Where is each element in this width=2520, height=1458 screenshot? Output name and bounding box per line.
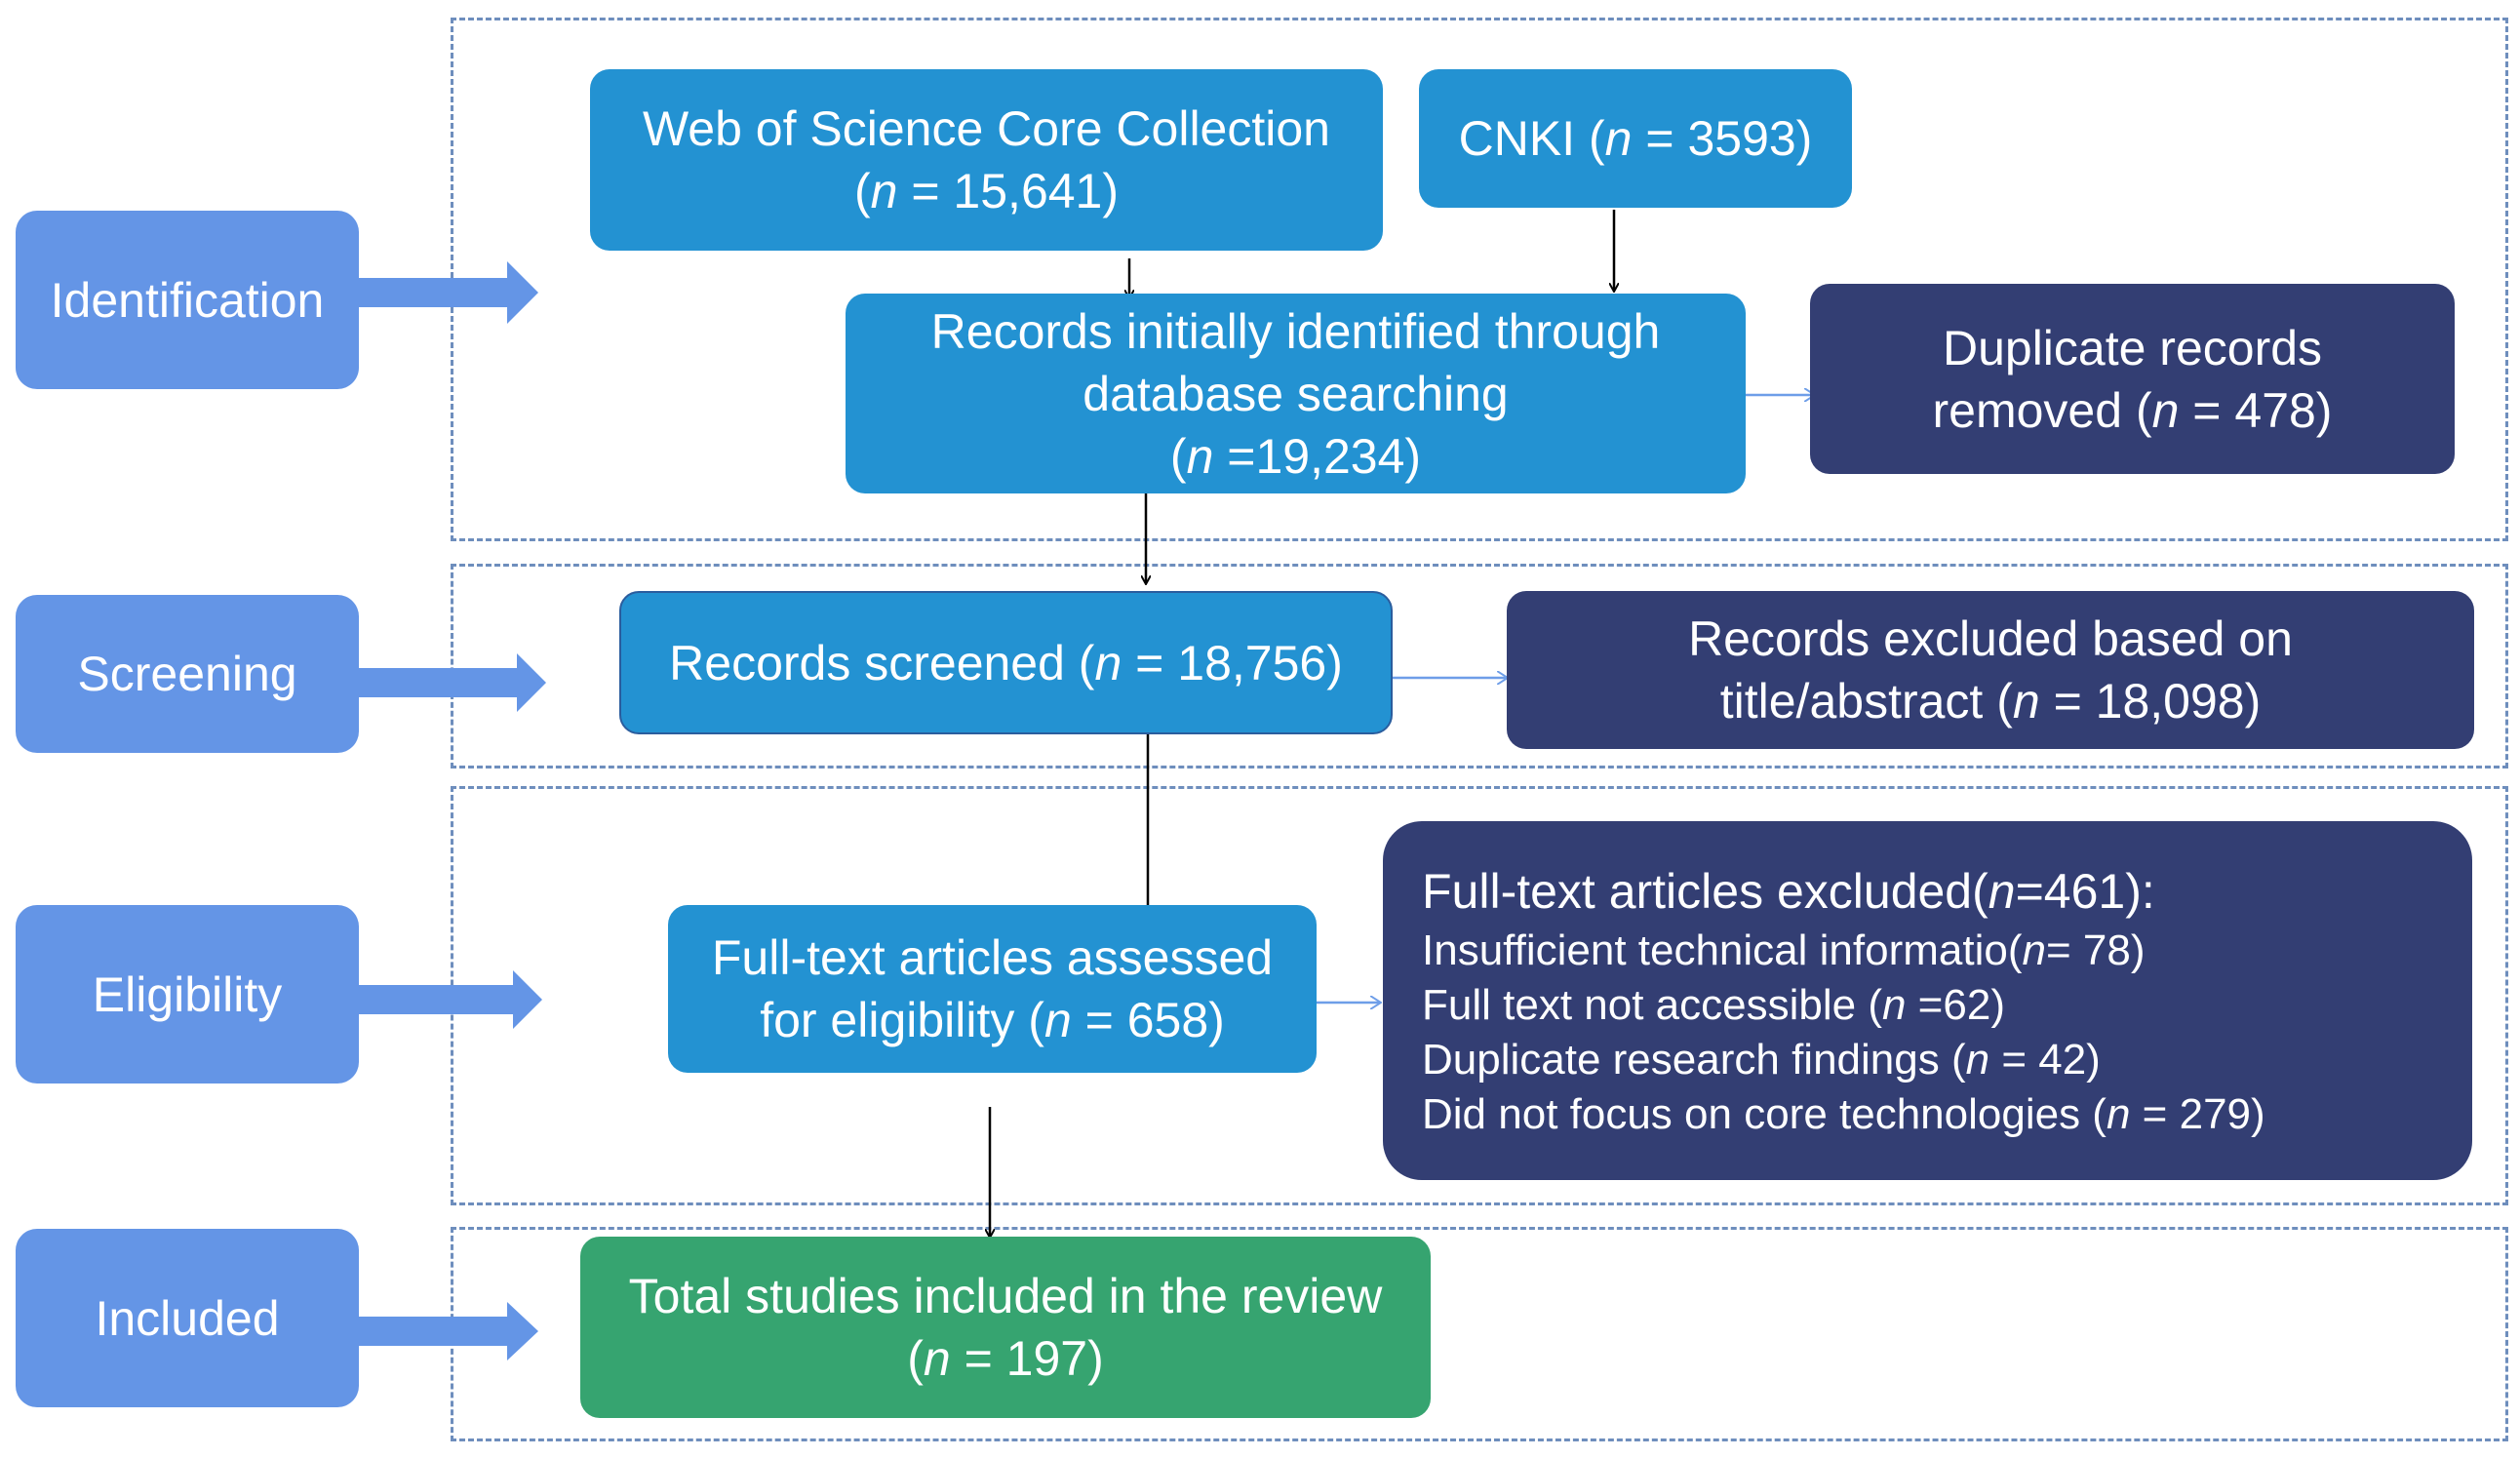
exclusion-reason: Full text not accessible (n =62) [1422, 981, 2005, 1029]
stage-screening-label: Screening [77, 647, 297, 701]
duplicates-removed-count: removed (n = 478) [1932, 382, 2333, 438]
duplicates-removed-box: Duplicate records removed (n = 478) [1810, 284, 2455, 474]
fulltext-assessed-line1: Full-text articles assessed [711, 930, 1274, 985]
stage-eligibility-label: Eligibility [92, 966, 283, 1022]
records-screened-box: Records screened (n = 18,756) [619, 591, 1393, 734]
cnki-box: CNKI (n = 3593) [1419, 69, 1852, 208]
stage-identification: Identification [16, 211, 359, 389]
records-excluded-count: title/abstract (n = 18,098) [1719, 674, 2262, 729]
records-excluded-line1: Records excluded based on [1688, 611, 2293, 666]
duplicates-removed-line1: Duplicate records [1942, 320, 2323, 375]
stage-eligibility: Eligibility [16, 905, 359, 1084]
stage-included: Included [16, 1229, 359, 1407]
exclusion-reason: Insufficient technical informatio(n= 78) [1422, 926, 2146, 974]
included-studies-box: Total studies included in the review (n … [580, 1237, 1431, 1418]
exclusion-reason: Did not focus on core technologies (n = … [1422, 1090, 2265, 1138]
stage-screening: Screening [16, 595, 359, 753]
records-identified-count: (n =19,234) [1169, 428, 1422, 484]
records-identified-line2: database searching [1083, 366, 1509, 421]
included-studies-count: (n = 197) [907, 1331, 1104, 1386]
wos-name: Web of Science Core Collection [643, 101, 1330, 156]
fulltext-assessed-box: Full-text articles assessed for eligibil… [668, 905, 1317, 1073]
wos-count: (n = 15,641) [853, 164, 1120, 218]
fulltext-excluded-title: Full-text articles excluded(n=461): [1422, 864, 2155, 919]
exclusion-reason: Duplicate research findings (n = 42) [1422, 1036, 2101, 1084]
wos-box: Web of Science Core Collection (n = 15,6… [590, 69, 1383, 251]
cnki-label: CNKI (n = 3593) [1458, 111, 1813, 166]
stage-identification-label: Identification [50, 272, 325, 328]
records-identified-box: Records initially identified through dat… [846, 294, 1746, 493]
included-studies-line1: Total studies included in the review [628, 1269, 1383, 1323]
fulltext-assessed-count: for eligibility (n = 658) [760, 993, 1225, 1047]
stage-included-label: Included [95, 1290, 280, 1346]
records-identified-line1: Records initially identified through [930, 303, 1661, 359]
records-screened-label: Records screened (n = 18,756) [669, 635, 1343, 690]
records-excluded-box: Records excluded based on title/abstract… [1507, 591, 2474, 749]
fulltext-excluded-box: Full-text articles excluded(n=461): Insu… [1383, 821, 2472, 1180]
